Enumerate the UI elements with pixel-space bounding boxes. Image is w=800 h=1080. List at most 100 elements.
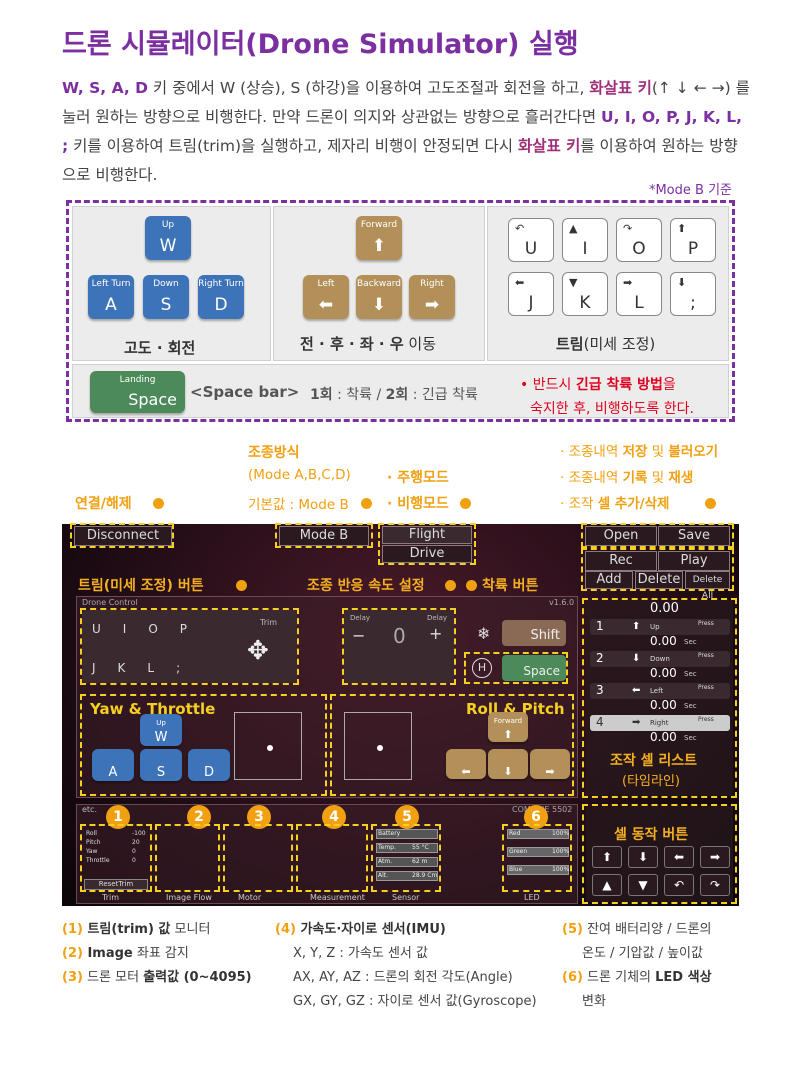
key-space-small: Landing [119,375,156,385]
trim-down-icon: ⬇ [677,276,687,289]
landing-button[interactable]: Space [502,655,566,681]
plus-icon[interactable]: + [429,624,443,643]
cell-row[interactable] [590,683,730,699]
save-button[interactable]: Save [658,526,730,546]
rec-button[interactable]: Rec [585,551,657,571]
disconnect-button[interactable]: Disconnect [74,526,172,546]
key-backward: Backward⬇ [356,275,402,319]
shift-button[interactable]: Shift [502,620,566,646]
bottom-label: Motor [238,893,262,902]
app-key-right[interactable]: ➡ [530,749,570,779]
open-button[interactable]: Open [585,526,657,546]
add-button[interactable]: Add [585,571,633,589]
landing-twice: 2회 [385,387,409,403]
cell-action-button[interactable]: ↷ [700,874,730,896]
trim-rotate-right-icon: ↷ [623,222,633,235]
ann-dot-connect [153,498,164,509]
label-trim-btn: 트림(미세 조정) 버튼 [78,578,204,594]
snowflake-icon[interactable]: ❄ [477,624,491,643]
key-left-label: Left [317,279,335,289]
delay-label-2: Delay [427,614,448,622]
trim-key: Throttle [86,857,110,864]
cell-row[interactable] [590,619,730,635]
drone-control-title: Drone Control [82,598,138,607]
ann-rp-c: 및 [647,470,669,486]
flight-button[interactable]: Flight [382,526,472,544]
cell-time: 0.00 [650,698,677,712]
app-key-backward[interactable]: ⬇ [488,749,528,779]
cell-action-button[interactable]: ▼ [628,874,658,896]
yaw-joystick[interactable] [234,712,302,780]
cell-action-button[interactable]: ➡ [700,846,730,868]
cell-action-button[interactable]: ↶ [664,874,694,896]
key-d-big: D [214,295,228,315]
key-right-label: Right [420,279,444,289]
ann-sl-b: 저장 [622,444,648,460]
sensor-key: Battery [378,830,401,837]
cell-press: Press [698,620,714,627]
fn5-text: 잔여 배터리양 / 드론의 [582,922,712,937]
highlight-rec-play [581,548,734,591]
drone-icon: ✥ [247,636,269,666]
app-key-d[interactable]: D [188,749,230,781]
app-key-a[interactable]: A [92,749,134,781]
cell-arrow-icon: ⬆ [632,621,641,632]
ann-drive: · 주행모드 [387,470,449,486]
roll-joystick[interactable] [344,712,412,780]
warn-b: 긴급 착륙 방법 [575,377,663,393]
fn6-bold: LED 색상 [655,970,712,985]
highlight-motor [223,824,293,892]
app-key-left[interactable]: ⬅ [446,749,486,779]
cell-action-button[interactable]: ⬅ [664,846,694,868]
trim-key-area [82,610,297,683]
arrow-left-icon: ⬅ [318,295,334,315]
app-down-icon: ⬇ [503,765,513,778]
led-bar [507,829,569,839]
ann-rec-play: · 조종내역 기록 및 재생 [560,466,693,486]
reset-trim-button[interactable]: ResetTrim [84,879,148,890]
intro-keys-wsad: W, S, A, D [62,79,148,97]
mode-button[interactable]: Mode B [279,526,369,546]
ann-sl-a: · 조종내역 [560,444,623,460]
delete-button[interactable]: Delete [635,571,683,589]
trim-row1: UIOP [92,622,210,636]
cell-press: Press [698,652,714,659]
app-key-s[interactable]: S [140,749,182,781]
bottom-label: Image Flow [166,893,212,902]
drive-button[interactable]: Drive [382,545,472,563]
delay-label-1: Delay [350,614,371,622]
cell-row[interactable] [590,651,730,667]
cell-unit: Sec [684,702,697,710]
ann-mode-default: 기본값 : Mode B [248,497,349,513]
minus-icon[interactable]: − [352,626,366,645]
fn1-bold: 트림(trim) 값 [82,922,171,937]
ann-mode-title: 조종방식 [248,445,300,461]
cell-row[interactable] [590,715,730,731]
fn6-text: 드론 기체의 [582,970,656,985]
cell-action: Left [650,687,664,695]
cell-action-button[interactable]: ⬇ [628,846,658,868]
sensor-val: 62 m [412,858,428,865]
cell-action-button[interactable]: ▲ [592,874,622,896]
delete-all-button[interactable]: Delete All [685,571,730,601]
warning-line-1: • 반드시 긴급 착륙 방법을 [520,374,676,394]
sensor-val: 55 °C [412,844,429,851]
landing-desc: 1회 : 착륙 / 2회 : 긴급 착륙 [310,384,478,404]
footnote-4a: X, Y, Z : 가속도 센서 값 [293,946,428,961]
app-key-forward[interactable]: Forward⬆ [488,712,528,742]
app-key-w-big: W [154,730,168,745]
key-k: ▼K [562,272,608,316]
arrow-up-icon: ⬆ [371,236,387,256]
play-button[interactable]: Play [658,551,730,571]
footnote-3: (3) 드론 모터 출력값 (0~4095) [62,966,252,990]
intro-text-1: 키 중에서 W (상승), S (하강)을 이용하여 고도조절과 회전을 하고, [148,79,590,97]
cell-action-button[interactable]: ⬆ [592,846,622,868]
intro-text-4: 를 이용하여 원하는 방향으로 비행한다. [62,137,738,184]
ann-rp-a: · 조종내역 [560,470,623,486]
hover-icon[interactable]: H [472,658,492,678]
sensor-bar [376,871,438,881]
cell-press: Press [698,684,714,691]
key-backward-label: Backward [357,279,401,289]
